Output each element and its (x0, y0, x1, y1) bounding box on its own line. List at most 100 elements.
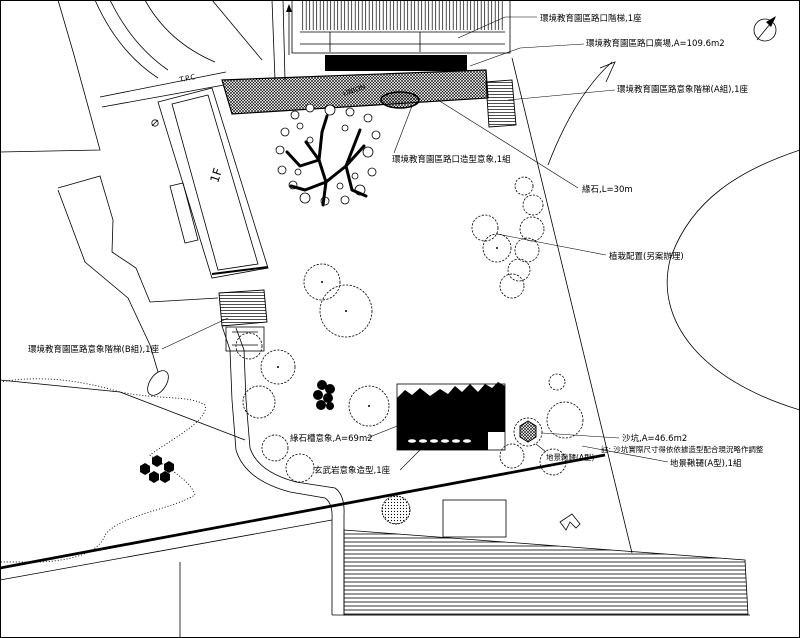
tree-canopy (242, 385, 276, 419)
label-curb: 緣石,L=30m (582, 184, 633, 195)
tree-center (277, 366, 279, 368)
north-building (271, 0, 511, 81)
tree-canopy (507, 258, 531, 282)
canopy-dot (363, 113, 373, 123)
trough-stones (408, 439, 471, 443)
sandpit (513, 417, 543, 447)
canopy-dot (275, 145, 285, 155)
tree-canopy (348, 385, 390, 427)
tree-canopy (514, 237, 540, 263)
tree-canopy (235, 332, 263, 360)
shrub-cluster (313, 380, 335, 410)
tree-center (321, 281, 323, 283)
tree-canopy (514, 176, 534, 196)
road-edge (101, 84, 225, 108)
tree-canopy (260, 349, 296, 385)
west-building (157, 87, 269, 279)
south-boundary-offset (0, 519, 333, 581)
tree-canopy (499, 273, 525, 299)
survey-marker-icon (151, 119, 159, 127)
label-stairs-a: 環境教育園區路意象階梯(A組),1座 (617, 84, 749, 95)
stairs-a (485, 79, 517, 128)
canopy-dot (294, 168, 302, 176)
tree-canopy (303, 263, 341, 301)
label-sandpit: 沙坑,A=46.6m2 (622, 433, 687, 444)
label-entrance-feature: 環境教育園區路口造型意象,1組 (392, 154, 511, 165)
canopy-dot (305, 103, 315, 113)
canopy-dot (290, 110, 300, 120)
tree-centers (277, 247, 498, 407)
floor-label: 1F (207, 166, 225, 184)
curb-end-mark (599, 61, 616, 83)
road-edge (211, 0, 263, 61)
label-entrance-plaza: 環境教育園區路口廣場,A=109.6m2 (586, 38, 725, 49)
label-sandpit-note: 註: 沙坑實際尺寸得依依據造型配合現況略作調整 (601, 444, 764, 454)
canopy-dot (277, 165, 287, 175)
tree-center (368, 405, 370, 407)
south-l-mark (559, 513, 581, 531)
canopy-dot (345, 107, 355, 117)
canopy-dot (367, 167, 377, 177)
label-stone-trough: 綠石槽意象,A=69m2 (290, 433, 373, 444)
label-swing: 地景鞦韆(A型),1組 (670, 458, 742, 469)
south-boundary (0, 453, 606, 570)
leader-curb (437, 99, 579, 189)
leader-entrance-feature (393, 105, 413, 154)
south-pad (442, 499, 507, 538)
canopy-dot (296, 122, 304, 130)
road-edge (99, 71, 227, 98)
curb-line (547, 61, 613, 166)
east-terrain-curve (666, 149, 800, 411)
north-building-hatch (300, 0, 505, 30)
road-edge (0, 0, 101, 153)
stone-trough-feature (396, 382, 506, 451)
canopy-dot (341, 124, 349, 132)
tree-branches (285, 114, 368, 207)
tree-canopy (499, 443, 525, 469)
canopy-dot (280, 127, 290, 137)
tree-center (496, 247, 498, 249)
label-planting: 植栽配置(另案辦理) (609, 251, 684, 262)
black-bar (325, 55, 467, 71)
leader-swing (581, 445, 669, 463)
label-stairs-b: 環境教育園區路意象階梯(B組),1座 (28, 344, 160, 355)
tree-canopy (261, 434, 289, 462)
tree-canopy (548, 373, 566, 391)
leader-planting (496, 233, 607, 256)
canopy-dot (336, 182, 344, 190)
leader-swing-short (535, 443, 547, 453)
west-road-lines (0, 0, 263, 153)
leader-stairs-a (507, 89, 616, 101)
tree-canopy (285, 453, 315, 483)
stairs-b (218, 289, 268, 327)
leader-sandpit (541, 432, 620, 439)
canopy-dot (340, 195, 350, 205)
tree-canopy (319, 284, 373, 338)
canopy-dot (324, 104, 336, 116)
leader-lines (161, 16, 669, 471)
entrance-feature-tree (275, 103, 381, 207)
canopy-dot (371, 130, 381, 140)
label-basalt-feature: 玄武岩意象造型,1座 (314, 465, 391, 476)
canopy-dot (362, 146, 374, 158)
leader-basalt (399, 449, 421, 471)
leader-stone-trough (366, 424, 401, 439)
west-context-outline (0, 175, 246, 441)
leader-entrance-plaza (469, 43, 585, 67)
tree-canopy (539, 448, 567, 476)
road-edge (144, 0, 216, 63)
tpc-label: T.P.C (178, 73, 196, 84)
tree-center (345, 310, 347, 312)
leader-entrance-stairs (457, 16, 537, 39)
canopy-dot (299, 192, 311, 204)
entrance-feature-oval (380, 91, 420, 109)
road-edge (109, 0, 169, 71)
road-edge (94, 0, 159, 79)
tree-canopy (522, 194, 544, 216)
tree-canopy (471, 214, 499, 242)
east-boundary (511, 57, 633, 554)
canopy-dot (351, 172, 359, 180)
label-entrance-stairs: 環境教育園區路口階梯,1座 (540, 13, 642, 24)
north-arrow-icon (753, 16, 777, 42)
